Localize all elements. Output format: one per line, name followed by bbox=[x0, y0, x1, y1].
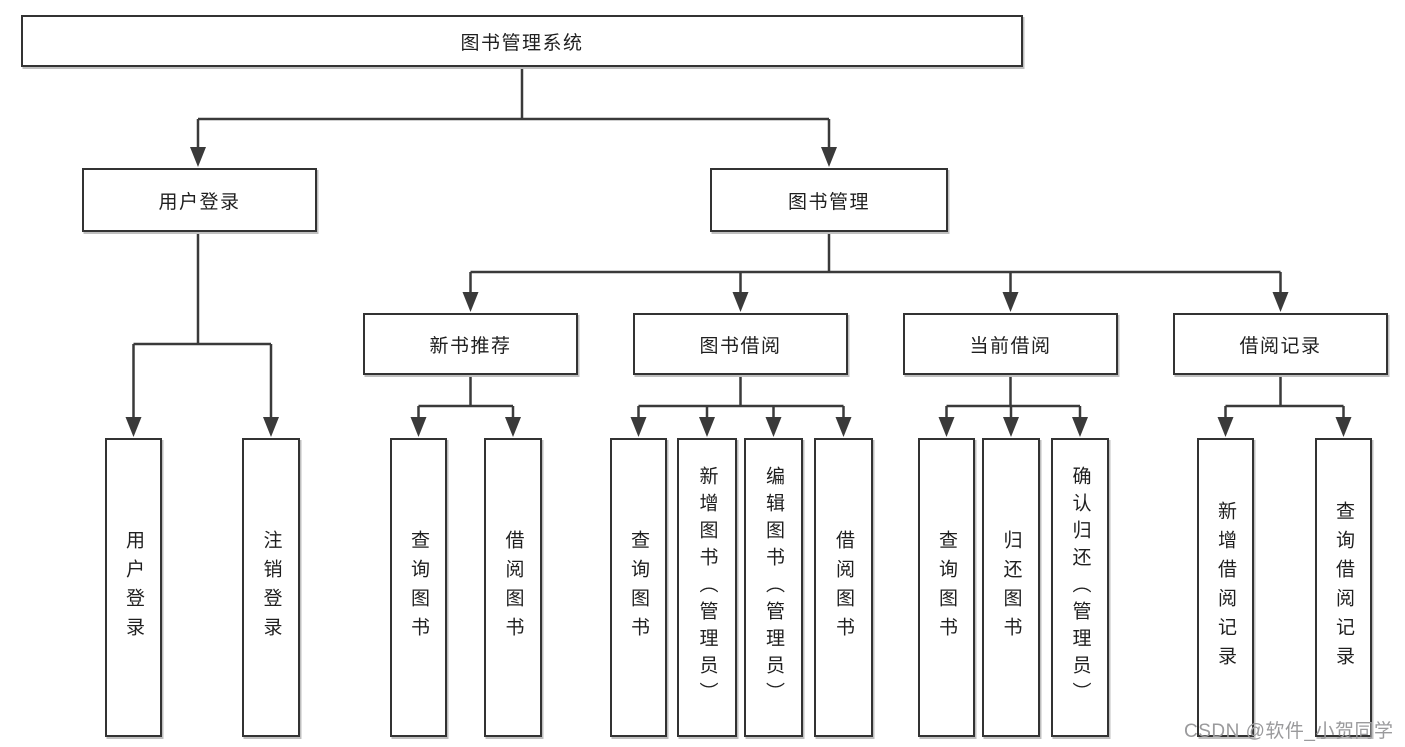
node-label: 查询图书 bbox=[628, 529, 649, 646]
node-label: 借阅图书 bbox=[502, 529, 524, 646]
node-label: 当前借阅 bbox=[969, 335, 1052, 357]
node-label: 图书借阅 bbox=[699, 335, 782, 357]
node-label: 用户登录 bbox=[158, 191, 241, 213]
node-book-management: 图书管理 bbox=[710, 168, 948, 232]
leaf-borrowing-borrow-books: 借阅图书 bbox=[814, 438, 873, 737]
node-label: 查询图书 bbox=[936, 529, 957, 646]
watermark: CSDN @软件_小贺同学 bbox=[1184, 721, 1394, 742]
leaf-current-return-books: 归还图书 bbox=[982, 438, 1040, 737]
leaf-borrowing-add-books-admin: 新增图书（管理员） bbox=[677, 438, 737, 737]
node-label: 确认归还（管理员） bbox=[1069, 466, 1091, 709]
leaf-records-query-record: 查询借阅记录 bbox=[1315, 438, 1372, 737]
node-library-system: 图书管理系统 bbox=[21, 15, 1023, 67]
node-label: 编辑图书（管理员） bbox=[763, 466, 784, 709]
node-label: 图书管理 bbox=[787, 191, 870, 213]
node-label: 注销登录 bbox=[260, 529, 282, 646]
node-label: 图书管理系统 bbox=[460, 32, 584, 54]
leaf-borrowing-edit-books-admin: 编辑图书（管理员） bbox=[744, 438, 803, 737]
node-label: 新增借阅记录 bbox=[1215, 500, 1236, 675]
node-label: 查询图书 bbox=[408, 529, 429, 646]
leaf-borrowing-query-books: 查询图书 bbox=[610, 438, 667, 737]
leaf-newbook-query-books: 查询图书 bbox=[390, 438, 447, 737]
node-book-borrowing: 图书借阅 bbox=[633, 313, 848, 375]
node-label: 查询借阅记录 bbox=[1333, 500, 1354, 675]
node-new-book-recommend: 新书推荐 bbox=[363, 313, 578, 375]
leaf-records-add-record: 新增借阅记录 bbox=[1197, 438, 1254, 737]
node-label: 新书推荐 bbox=[429, 335, 512, 357]
leaf-current-confirm-return-admin: 确认归还（管理员） bbox=[1051, 438, 1109, 737]
node-borrow-records: 借阅记录 bbox=[1173, 313, 1388, 375]
leaf-newbook-borrow-books: 借阅图书 bbox=[484, 438, 542, 737]
leaf-logout: 注销登录 bbox=[242, 438, 300, 737]
node-label: 归还图书 bbox=[1000, 529, 1022, 646]
node-label: 借阅图书 bbox=[833, 529, 854, 646]
node-user-login: 用户登录 bbox=[82, 168, 317, 232]
leaf-current-query-books: 查询图书 bbox=[918, 438, 975, 737]
node-label: 新增图书（管理员） bbox=[696, 466, 718, 709]
node-label: 用户登录 bbox=[123, 529, 144, 646]
node-label: 借阅记录 bbox=[1239, 335, 1322, 357]
node-current-borrowing: 当前借阅 bbox=[903, 313, 1118, 375]
leaf-user-login: 用户登录 bbox=[105, 438, 162, 737]
